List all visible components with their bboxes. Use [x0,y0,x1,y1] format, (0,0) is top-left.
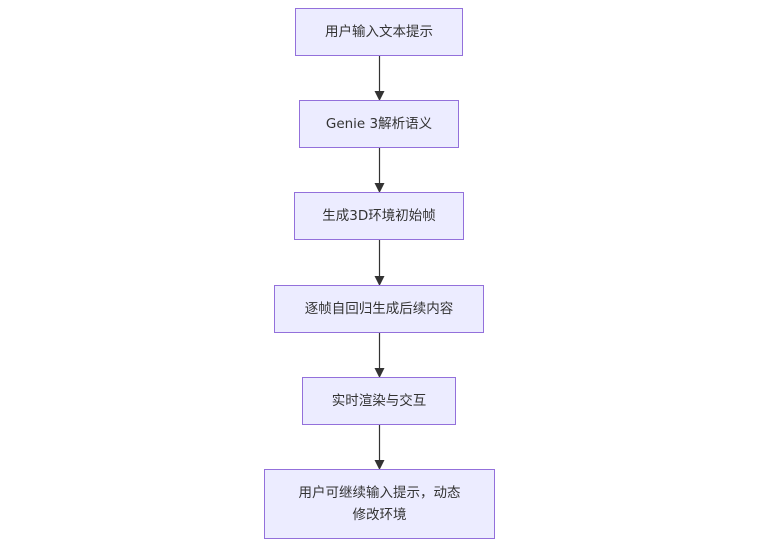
step-realtime-render-interact: 实时渲染与交互 [302,377,456,425]
step-continue-prompt-modify-env: 用户可继续输入提示，动态 修改环境 [264,469,495,539]
step-label: 逐帧自回归生成后续内容 [304,301,454,317]
step-label: 用户可继续输入提示，动态 修改环境 [298,485,461,523]
step-label: 实时渲染与交互 [331,393,427,409]
step-genie3-parse-semantics: Genie 3解析语义 [299,100,459,148]
step-label: Genie 3解析语义 [325,116,433,132]
step-autoregressive-generation: 逐帧自回归生成后续内容 [274,285,484,333]
step-user-input-prompt: 用户输入文本提示 [295,8,463,56]
step-label: 用户输入文本提示 [325,24,433,40]
step-generate-initial-frame: 生成3D环境初始帧 [294,192,464,240]
step-label: 生成3D环境初始帧 [322,208,436,224]
